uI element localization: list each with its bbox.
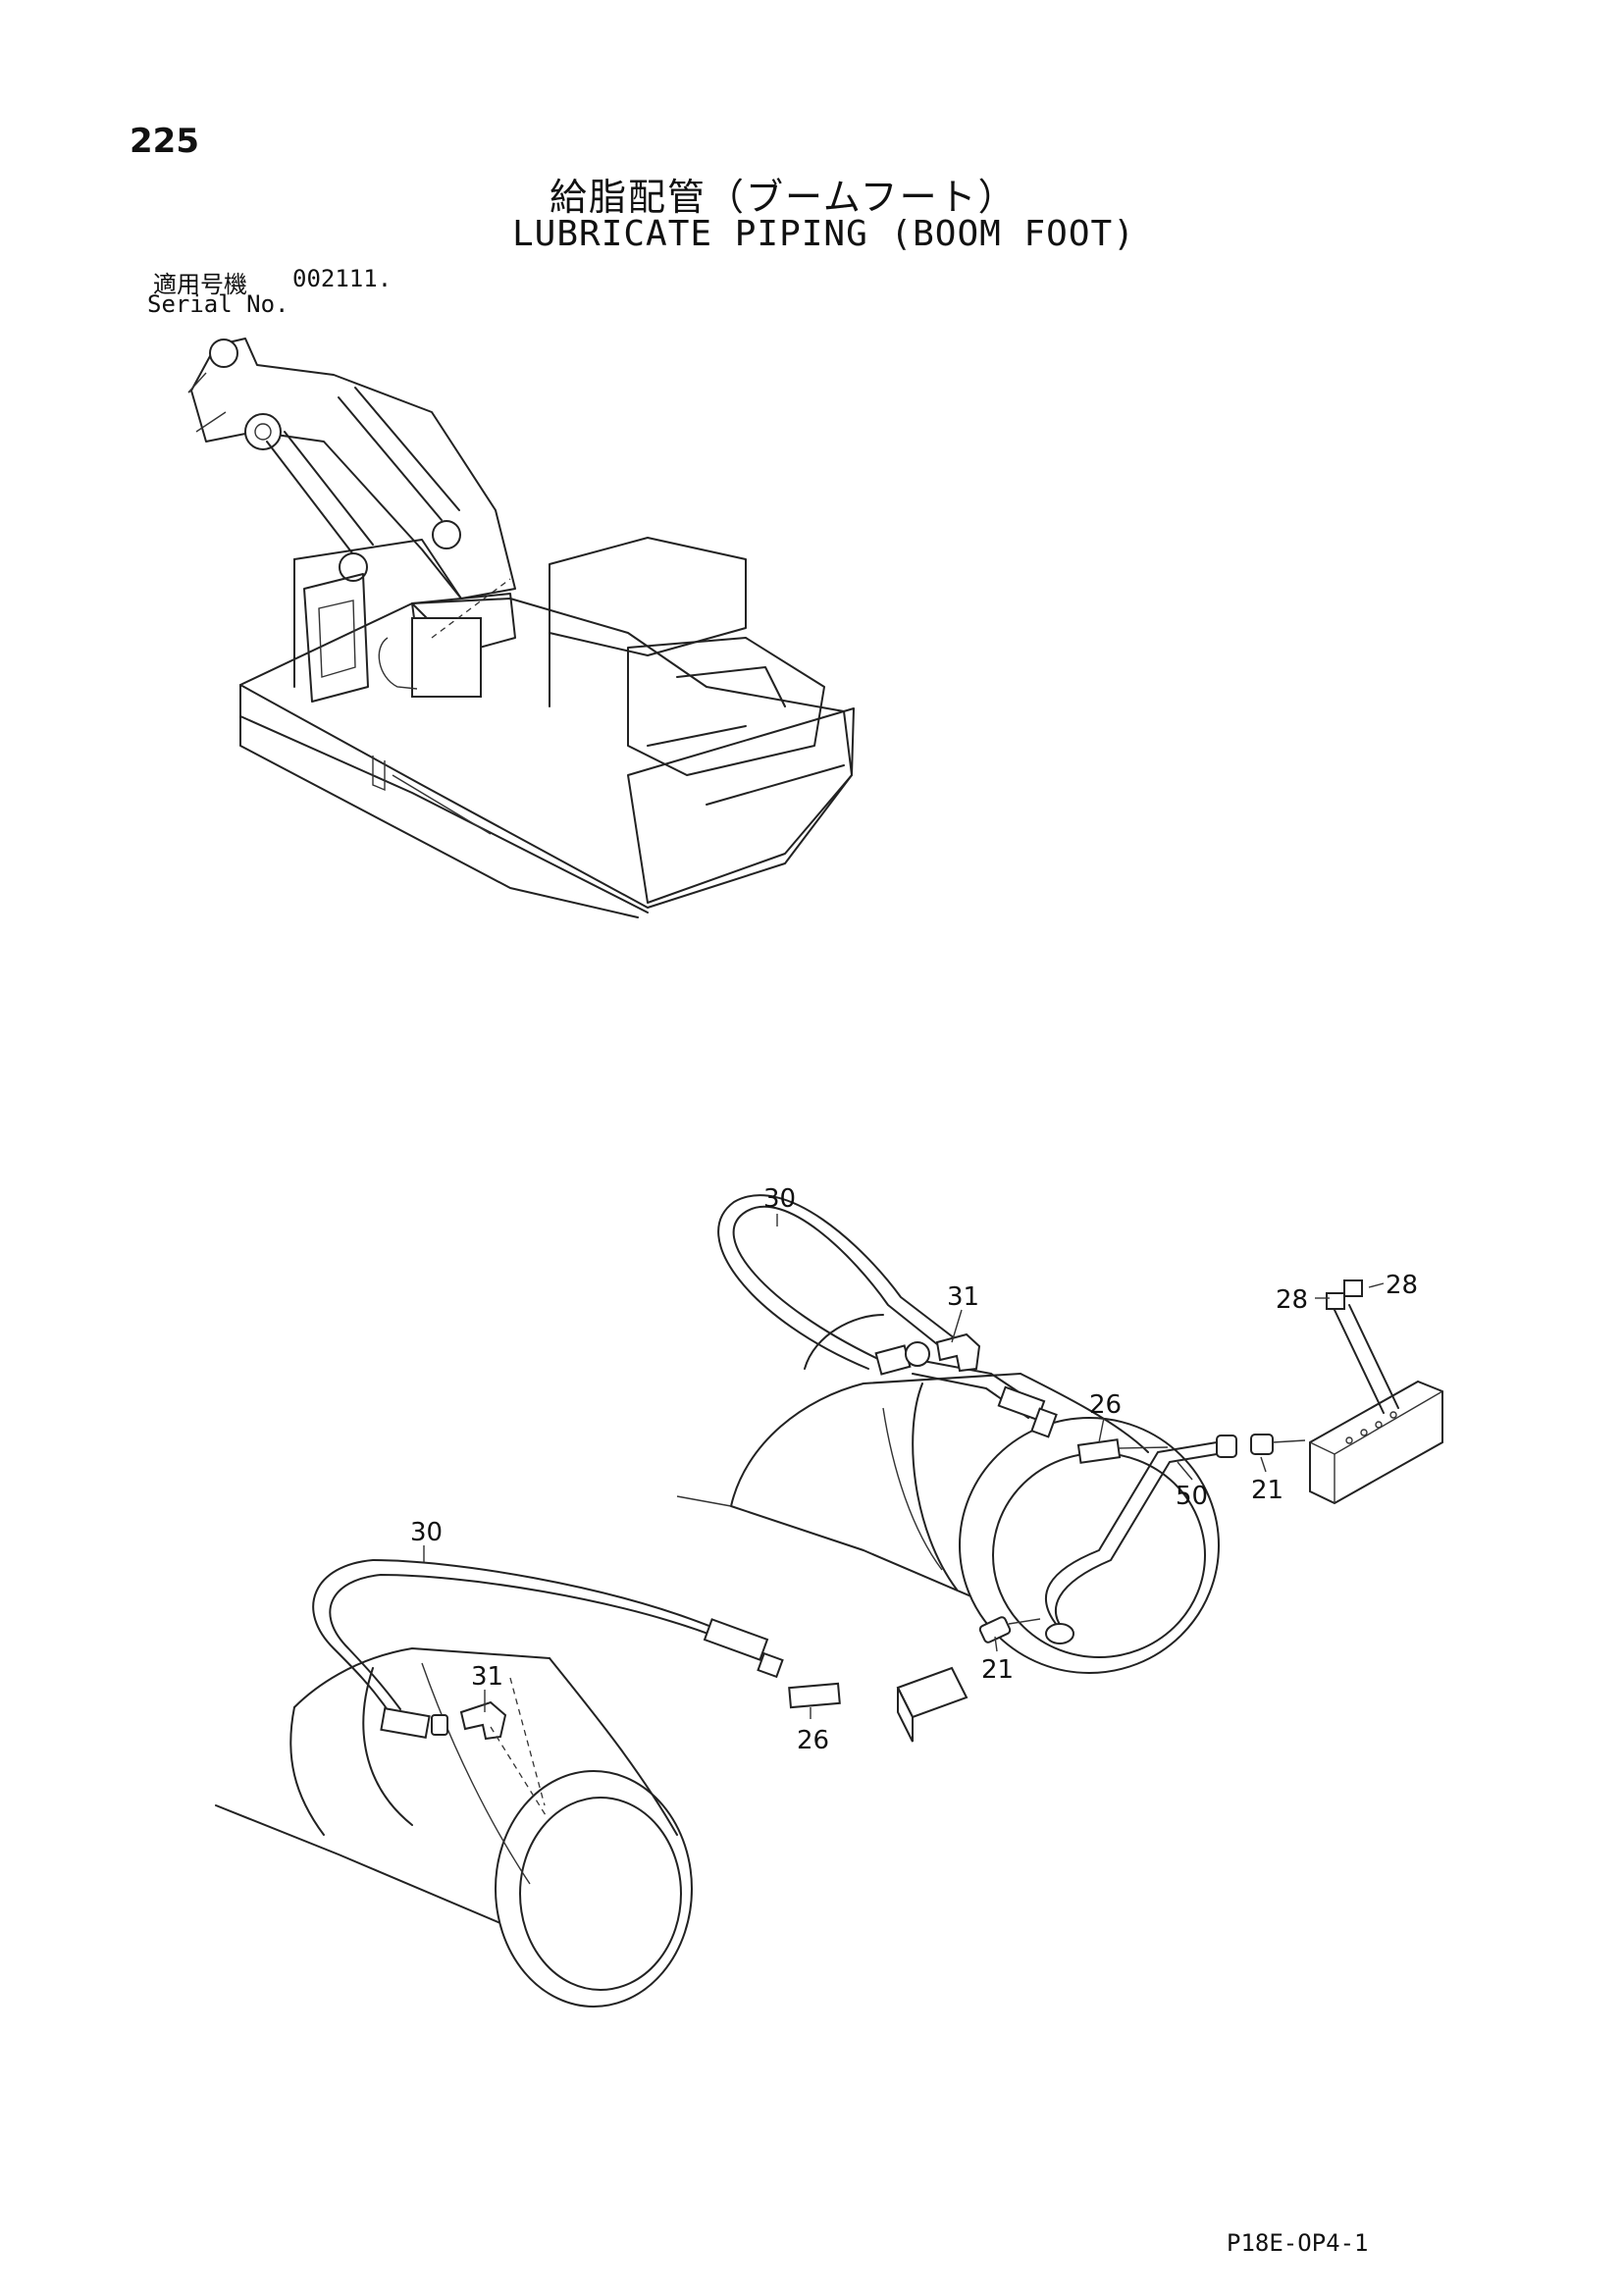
page-title-english: LUBRICATE PIPING (BOOM FOOT) bbox=[512, 214, 1135, 254]
lower-boom-foot-boss bbox=[215, 1647, 693, 2008]
callout-30-lower: 30 bbox=[410, 1518, 443, 1547]
callout-21-lower: 21 bbox=[981, 1655, 1014, 1685]
page-number: 225 bbox=[130, 122, 199, 161]
callout-50: 50 bbox=[1176, 1482, 1208, 1511]
lubrication-piping-detail-drawing: 30 31 26 50 21 28 28 30 31 26 21 bbox=[215, 1184, 1443, 2008]
callout-28-right: 28 bbox=[1386, 1271, 1418, 1300]
callout-31-lower: 31 bbox=[471, 1662, 503, 1692]
serial-label-japanese: 適用号機 bbox=[153, 271, 247, 298]
serial-number: 002111. bbox=[292, 265, 393, 292]
page-title-japanese: 給脂配管（ブームフート） bbox=[550, 176, 1018, 219]
callout-26-lower: 26 bbox=[797, 1726, 829, 1755]
upper-grease-hose bbox=[717, 1194, 1036, 1419]
callout-26-upper: 26 bbox=[1089, 1390, 1122, 1420]
drawing-code: P18E-OP4-1 bbox=[1227, 2229, 1369, 2257]
callout-leader-lines bbox=[423, 1214, 1385, 1719]
upper-boom-foot-boss bbox=[676, 1314, 1220, 1674]
upper-fittings bbox=[874, 1279, 1443, 1644]
callout-28-left: 28 bbox=[1276, 1285, 1308, 1315]
callout-21-upper: 21 bbox=[1251, 1476, 1283, 1505]
excavator-overview-illustration bbox=[187, 338, 855, 918]
callout-30-upper: 30 bbox=[763, 1184, 796, 1214]
lower-grease-hose bbox=[312, 1559, 969, 1816]
serial-label-english: Serial No. bbox=[147, 290, 289, 318]
callout-31-upper: 31 bbox=[947, 1282, 979, 1312]
